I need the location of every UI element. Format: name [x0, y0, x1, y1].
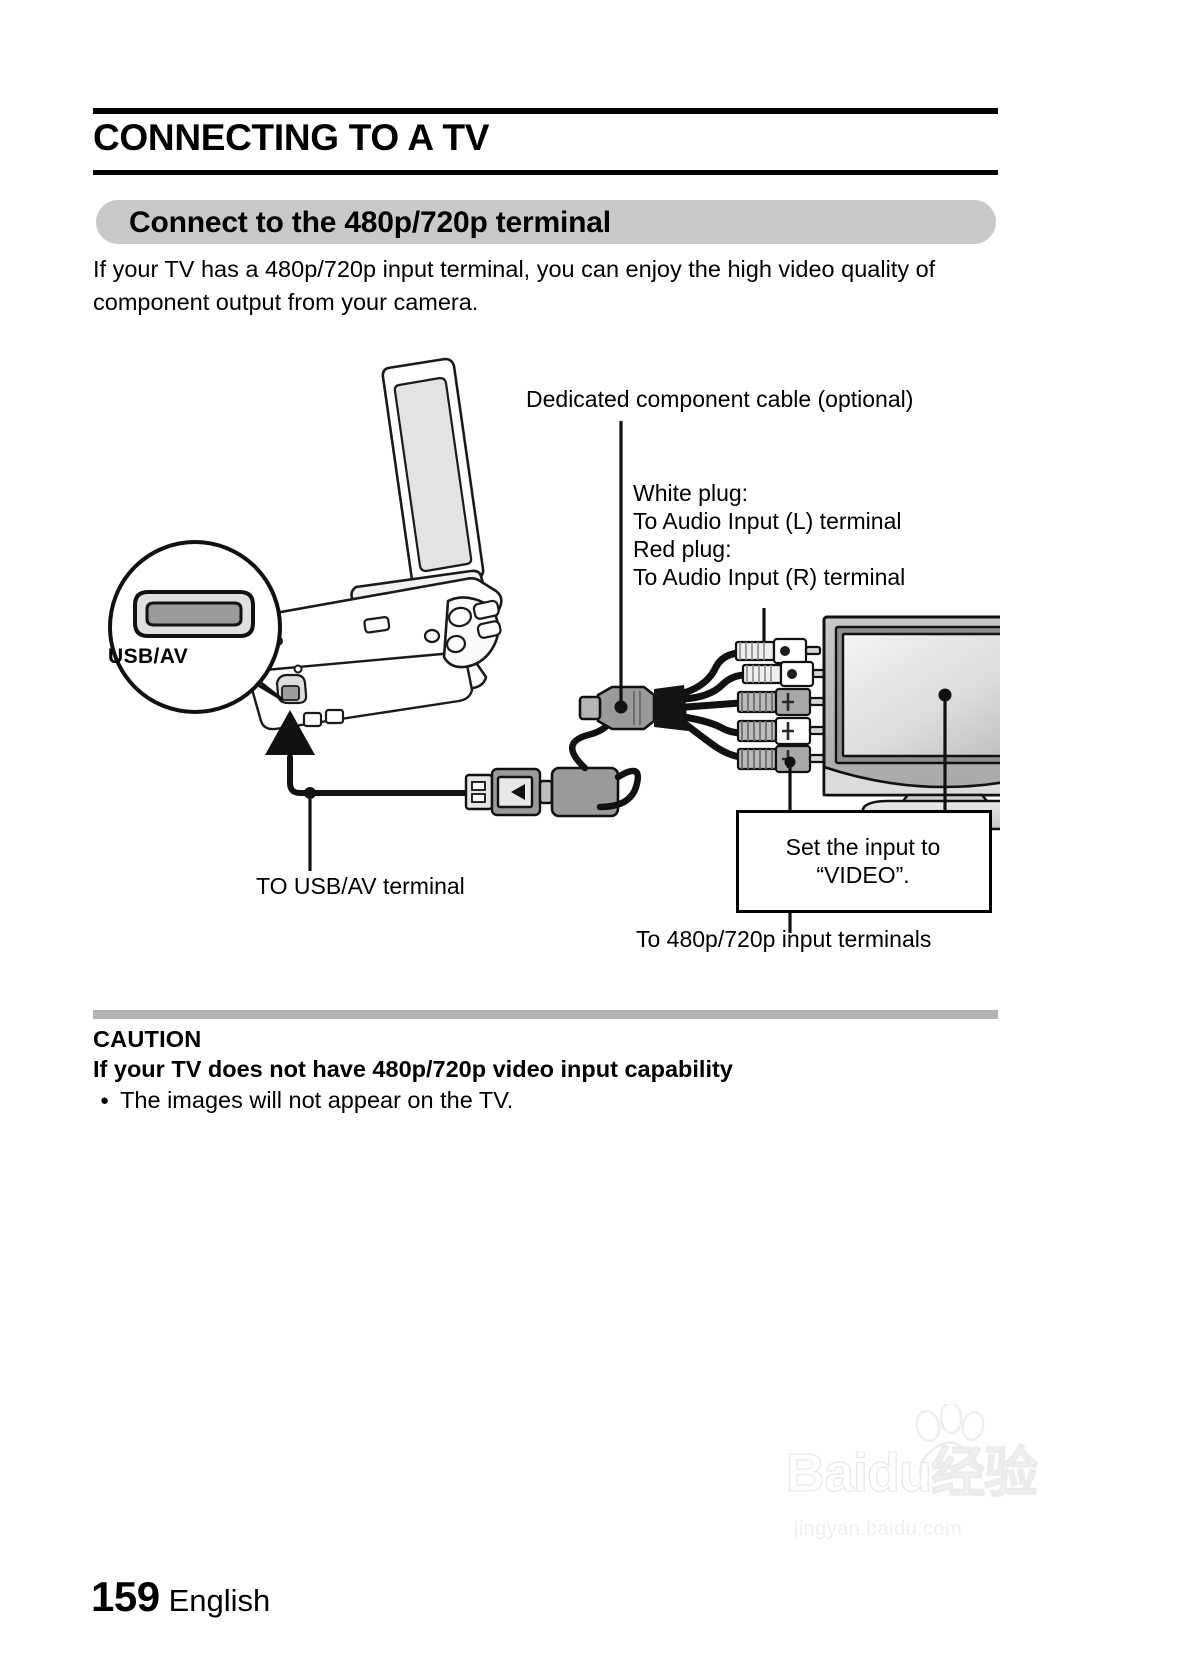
usb-port-arrow: [265, 710, 315, 755]
section-banner-title: Connect to the 480p/720p terminal: [129, 206, 611, 239]
baidu-paw-icon: [915, 1404, 985, 1479]
baidu-watermark-brand: Baidu经验: [785, 1442, 1039, 1504]
component-cable-splitter: [578, 685, 688, 731]
television-illustration: [822, 615, 1000, 831]
bullet-marker-icon: ●: [100, 1092, 110, 1109]
caution-bullet-item: ● The images will not appear on the TV.: [100, 1087, 513, 1114]
label-to-usb-av-terminal: TO USB/AV terminal: [256, 873, 465, 899]
header-rule-bottom: [93, 170, 998, 175]
cable-leader-dot: [614, 700, 628, 714]
rca-plug-component-y: [736, 687, 826, 717]
connection-diagram: USB/AV Dedicated component cable (option…: [88, 355, 1000, 975]
caution-subtitle: If your TV does not have 480p/720p video…: [93, 1056, 733, 1082]
rca-plug-red-audio: [741, 660, 829, 688]
usb-av-callout: [108, 540, 284, 714]
label-dedicated-component-cable: Dedicated component cable (optional): [526, 386, 914, 412]
video-input-note-text: Set the input to “VIDEO”.: [785, 834, 941, 888]
usb-av-callout-label: USB/AV: [108, 645, 189, 668]
rca-leads: [680, 649, 750, 761]
footer-page-number: 159: [91, 1573, 160, 1620]
header-rule-top: [93, 108, 998, 114]
footer-language: English: [168, 1583, 271, 1618]
section-banner: [96, 200, 996, 244]
rca-plug-component-pb: [736, 716, 826, 746]
input-terminals-leader-dot: [784, 756, 796, 768]
page-footer: 159 English: [91, 1573, 270, 1621]
rca-plug-white-audio: [734, 637, 822, 665]
caution-title: CAUTION: [93, 1026, 202, 1052]
intro-paragraph: If your TV has a 480p/720p input termina…: [93, 256, 936, 315]
usb-plug: [464, 767, 554, 817]
label-to-input-terminals: To 480p/720p input terminals: [636, 926, 932, 952]
label-plug-assignments: White plug: To Audio Input (L) terminal …: [633, 480, 906, 590]
baidu-watermark-url: jingyan.baidu.com: [794, 1518, 963, 1540]
caution-bullet-text: The images will not appear on the TV.: [120, 1087, 514, 1113]
baidu-watermark: Baidu经验 jingyan.baidu.com: [785, 1398, 1086, 1583]
rca-plug-component-pr: [736, 744, 826, 774]
page-title: CONNECTING TO A TV: [93, 117, 490, 158]
usb-cable: [287, 754, 469, 796]
video-input-note-box: [736, 810, 992, 913]
diagram-artwork: [108, 357, 1000, 933]
tv-leader-dot: [938, 688, 952, 702]
usb-cable-leader-dot: [304, 787, 316, 799]
camera-illustration: [245, 357, 503, 731]
caution-divider: [93, 1010, 998, 1019]
